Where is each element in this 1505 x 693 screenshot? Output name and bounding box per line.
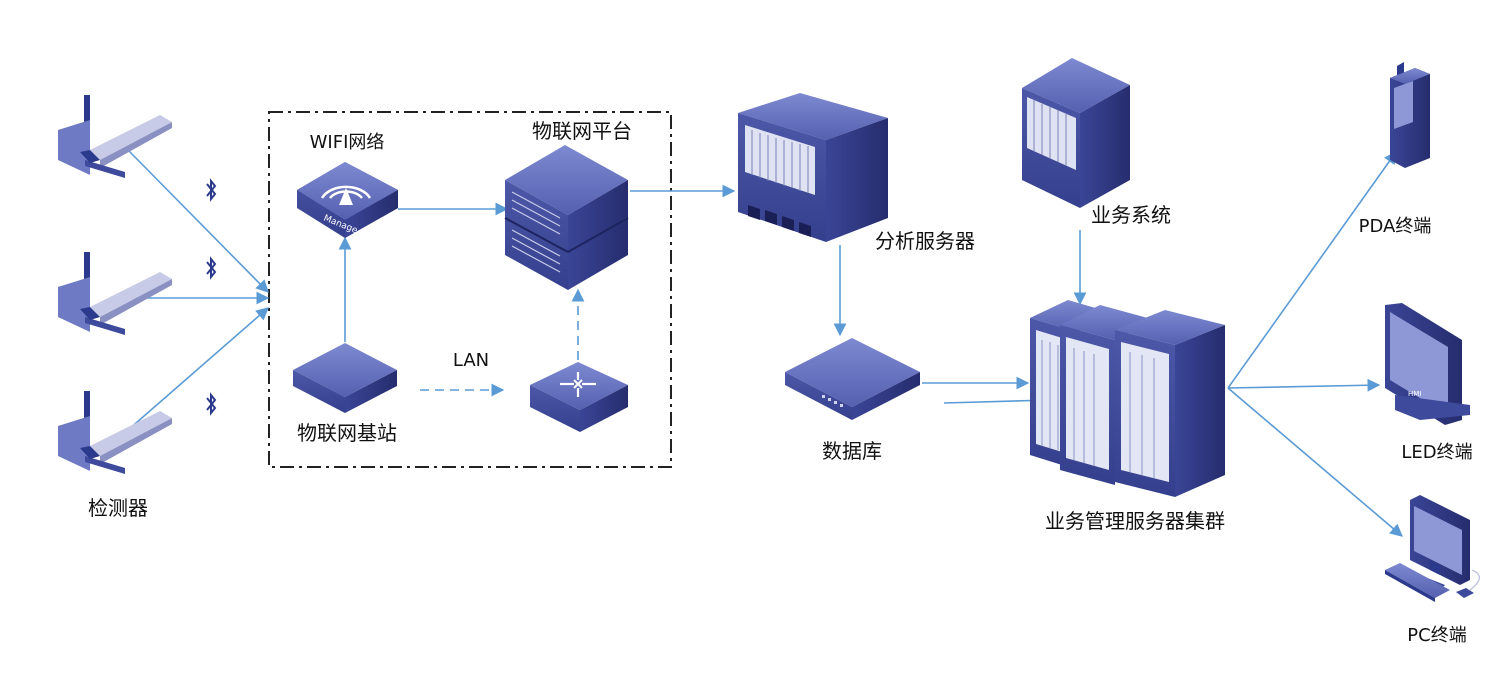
pda-label: PDA终端 — [1359, 216, 1432, 237]
edge-detector1-to-base — [127, 149, 269, 293]
switch-icon — [530, 362, 628, 432]
edge-detector3-to-base — [127, 307, 269, 431]
connections — [127, 149, 1403, 537]
detector-group — [58, 95, 172, 474]
bluetooth-icon — [206, 256, 217, 280]
led-badge-text: HMI — [1408, 390, 1421, 398]
edge-cluster-to-pc — [1227, 387, 1403, 537]
iot-platform-label: 物联网平台 — [532, 119, 632, 143]
detector-card-icon — [58, 252, 172, 335]
wifi-label: WIFI网络 — [310, 132, 385, 153]
server-cluster-icon — [1030, 300, 1225, 497]
server-rack-icon — [1022, 58, 1130, 208]
database-label: 数据库 — [822, 439, 882, 463]
base-station-icon — [293, 343, 397, 413]
detector-label: 检测器 — [88, 496, 148, 520]
edge-cluster-to-led — [1227, 378, 1381, 392]
cluster-label: 业务管理服务器集群 — [1045, 509, 1225, 533]
pda-icon — [1390, 62, 1430, 168]
led-label: LED终端 — [1401, 442, 1472, 463]
iot-base-station-label: 物联网基站 — [297, 421, 397, 445]
analysis-server-label: 分析服务器 — [875, 229, 975, 253]
bluetooth-icon — [206, 178, 217, 202]
lan-label: LAN — [453, 350, 489, 371]
edge-cluster-to-pda — [1227, 150, 1397, 389]
pc-icon — [1385, 495, 1480, 602]
wifi-access-point-icon: Manage — [297, 162, 398, 238]
server-rack-icon — [738, 93, 888, 242]
led-monitor-icon: HMI — [1385, 303, 1470, 425]
pc-label: PC终端 — [1407, 625, 1466, 646]
detector-card-icon — [58, 391, 172, 474]
iot-network-boundary — [268, 111, 672, 468]
detector-card-icon — [58, 95, 172, 178]
database-appliance-icon — [785, 338, 920, 420]
business-system-label: 业务系统 — [1091, 203, 1171, 227]
platform-server-icon — [504, 145, 629, 290]
bluetooth-icon — [206, 392, 217, 416]
